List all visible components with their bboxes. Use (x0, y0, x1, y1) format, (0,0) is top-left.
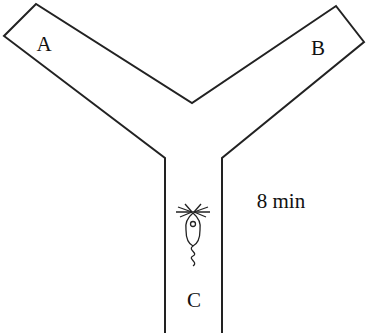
time-note: 8 min (257, 191, 305, 212)
maze-outline (4, 4, 364, 333)
mouse-figure (176, 204, 210, 266)
arm-label: B (311, 38, 325, 59)
arm-label: A (36, 34, 51, 55)
arm-label: C (187, 290, 201, 311)
